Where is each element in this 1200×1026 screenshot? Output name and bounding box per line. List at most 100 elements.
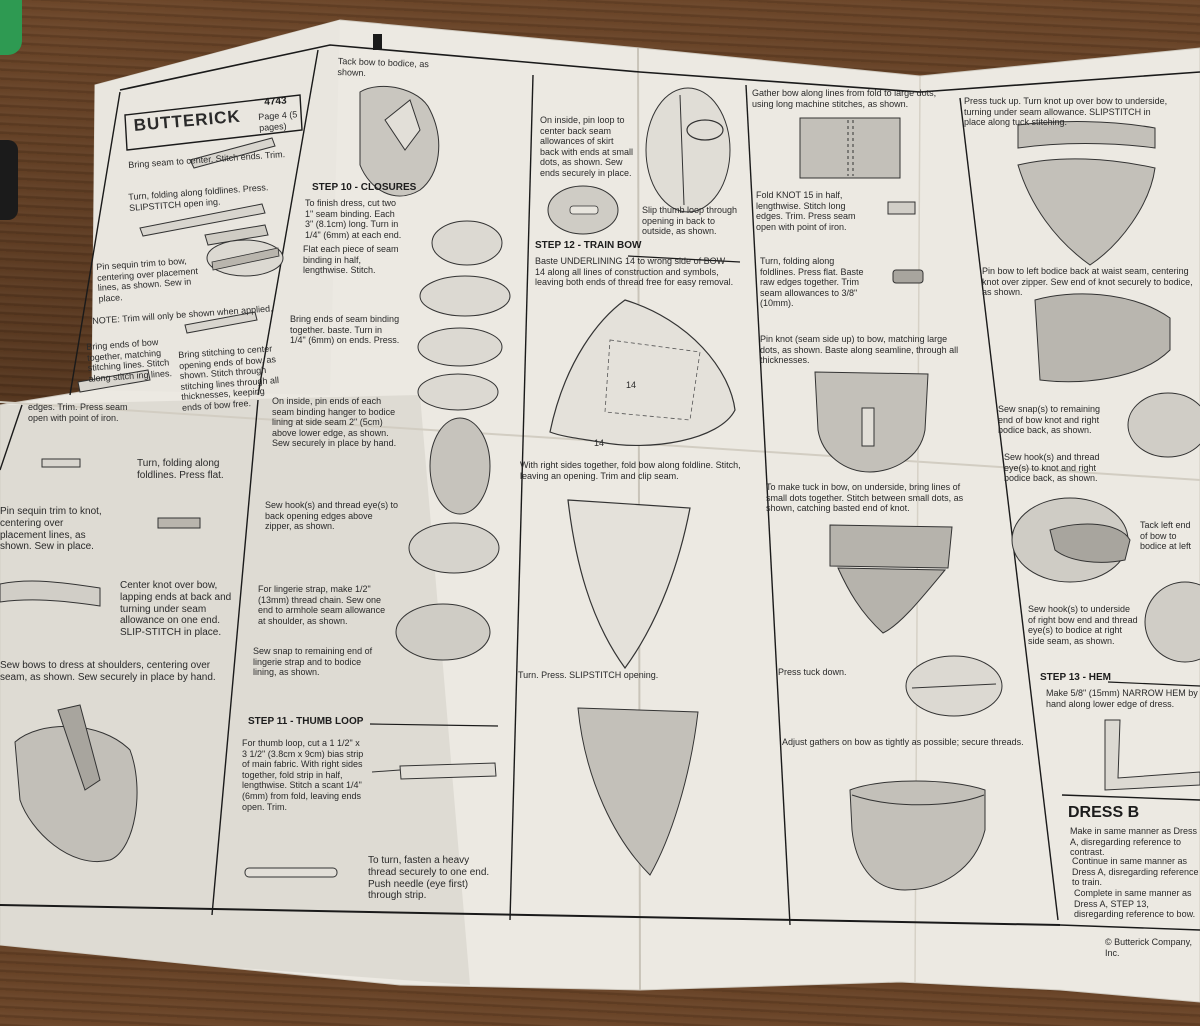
p1-pin-sequin-knot: Pin sequin trim to knot, centering over … — [0, 506, 102, 553]
p2-step10-text: To finish dress, cut two 1" seam binding… — [305, 198, 402, 240]
p1-bows-dress: Sew bows to dress at shoulders, centerin… — [0, 660, 216, 683]
column-divider-1 — [257, 49, 319, 396]
column-divider-1b — [211, 399, 259, 916]
tuck-up-strip — [1017, 121, 1156, 149]
hooks-detail-bow — [1049, 523, 1131, 563]
step10-heading: STEP 10 - CLOSURES — [312, 182, 417, 193]
hem-illustration — [1104, 719, 1200, 791]
p1-center-knot: Center knot over bow, lapping ends at ba… — [120, 580, 232, 639]
step11-heading: STEP 11 - THUMB LOOP — [248, 716, 364, 727]
registration-mark — [373, 34, 382, 50]
hooks-oval — [408, 522, 500, 574]
p3-turn-press: Turn. Press. SLIPSTITCH opening. — [518, 670, 659, 680]
turned-bow-piece — [577, 707, 699, 876]
p5-pin-bow: Pin bow to left bodice back at waist sea… — [982, 266, 1193, 298]
left-bodice-bow — [1034, 293, 1171, 383]
p4-gather-bow: Gather bow along lines from fold to larg… — [752, 88, 937, 109]
pinned-knot — [861, 407, 875, 447]
knot-tube — [892, 269, 924, 284]
p5-dress-b-1: Make in same manner as Dress A, disregar… — [1070, 826, 1198, 858]
border-top — [119, 44, 1200, 93]
bias-strip-tube — [244, 867, 338, 878]
p4-turn-folding: Turn, folding along foldlines. Press fla… — [760, 256, 864, 309]
opening-slot — [569, 205, 599, 215]
tuck-point — [837, 567, 947, 634]
knot-fold-strip — [887, 201, 916, 215]
underlining-grainline — [604, 339, 701, 421]
thumb-loop-oval — [645, 87, 731, 213]
folded-bow-piece — [567, 499, 691, 670]
border-right-bottom — [1059, 924, 1200, 931]
snap-oval — [395, 603, 491, 661]
adjusted-bow — [849, 780, 986, 891]
p1-turn-fold: Turn, folding along foldlines. Press fla… — [137, 458, 224, 481]
closure-oval-2 — [419, 275, 511, 317]
knot-sequin-strip — [157, 517, 201, 529]
tuck-up-bow — [1017, 158, 1156, 266]
centered-knot-bow — [0, 580, 101, 607]
column-divider-4 — [959, 97, 1059, 921]
copyright: © Butterick Company, Inc. — [1105, 937, 1192, 958]
strip-illustration-3 — [204, 224, 269, 246]
dress-b-rule — [1061, 794, 1200, 801]
bow-strip-illustration — [77, 369, 151, 393]
tuck-bow — [829, 524, 953, 569]
bow-pattern-piece — [549, 299, 736, 447]
needle-thread — [371, 769, 401, 773]
p1-bring-stitching: Bring stitching to center opening ends o… — [178, 343, 280, 413]
knot-strip-1 — [41, 458, 81, 468]
pattern-number: 4743 — [264, 95, 287, 108]
p4-adjust-gathers: Adjust gathers on bow as tightly as poss… — [782, 737, 1024, 747]
step11-rule — [369, 723, 499, 727]
p4-pin-knot: Pin knot (seam side up) to bow, matching… — [760, 334, 959, 366]
left-panel-edge-2 — [0, 404, 23, 471]
p2-flat-each: Flat each piece of seam binding in half,… — [303, 244, 399, 276]
p2-sew-hooks: Sew hook(s) and thread eye(s) to back op… — [265, 500, 399, 532]
p5-tack-left: Tack left end of bow to bodice at left — [1140, 520, 1192, 552]
piece-label-14a: 14 — [626, 380, 637, 390]
bow-tie-sketch — [384, 99, 421, 151]
adjusted-bow-gathers — [851, 794, 985, 806]
p2-lingerie-strap: For lingerie strap, make 1/2" (13mm) thr… — [258, 584, 386, 626]
p2-thumb-loop: For thumb loop, cut a 1 1/2" x 3 1/2" (3… — [242, 738, 364, 812]
p4-fold-knot: Fold KNOT 15 in half, lengthwise. Stitch… — [756, 190, 856, 232]
strip-illustration-1 — [189, 137, 276, 169]
column-divider-2 — [509, 74, 534, 921]
p5-sew-hooks-thread: Sew hook(s) and thread eye(s) to knot an… — [1004, 452, 1100, 484]
column-divider-3 — [745, 84, 791, 926]
piece-label-14b: 14 — [594, 438, 605, 448]
dress-b-heading: DRESS B — [1068, 804, 1140, 821]
snap-detail-oval — [1127, 392, 1200, 458]
border-bottom — [0, 904, 1061, 926]
gathered-bow-rect — [799, 117, 901, 179]
p5-press-tuck-up: Press tuck up. Turn knot up over bow to … — [964, 96, 1168, 128]
p2-tack-bow: Tack bow to bodice, as shown. — [337, 56, 430, 78]
p5-dress-b-2: Continue in same manner as Dress A, disr… — [1072, 856, 1199, 888]
upper-left-flap — [92, 20, 340, 395]
closure-oval-4 — [417, 373, 499, 411]
shoulder-bow-tie — [57, 704, 101, 791]
p3-baste-underlining: Baste UNDERLINING 14 to wrong side of BO… — [535, 256, 734, 288]
step13-heading: STEP 13 - HEM — [1040, 672, 1111, 683]
p4-make-tuck: To make tuck in bow, on underside, bring… — [766, 482, 964, 514]
right-side-oval — [1144, 581, 1200, 663]
seam-line — [679, 94, 685, 206]
p1-edges-trim: edges. Trim. Press seam open with point … — [28, 402, 128, 423]
p3-right-sides: With right sides together, fold bow alon… — [520, 460, 741, 481]
black-object-edge — [0, 140, 18, 220]
p1-bring-ends: Bring ends of bow together, matching sti… — [86, 336, 173, 384]
step13-rule — [1107, 681, 1200, 687]
note-strip — [184, 311, 258, 334]
p5-sew-hooks-under: Sew hook(s) to underside of right bow en… — [1028, 604, 1138, 646]
closure-oval-3 — [417, 327, 503, 367]
thumb-loop-strip — [399, 762, 497, 780]
strip-illustration-2 — [139, 203, 266, 237]
press-tuck-line — [911, 683, 997, 689]
p5-hem-text: Make 5/8" (15mm) NARROW HEM by hand alon… — [1046, 688, 1198, 709]
logo-box — [124, 94, 303, 151]
p2-to-turn: To turn, fasten a heavy thread securely … — [368, 855, 490, 902]
p5-dress-b-3: Complete in same manner as Dress A, STEP… — [1074, 888, 1196, 920]
page-info: Page 4 (5 pages) — [258, 109, 298, 133]
p2-on-inside-pin: On inside, pin ends of each seam binding… — [272, 396, 397, 449]
